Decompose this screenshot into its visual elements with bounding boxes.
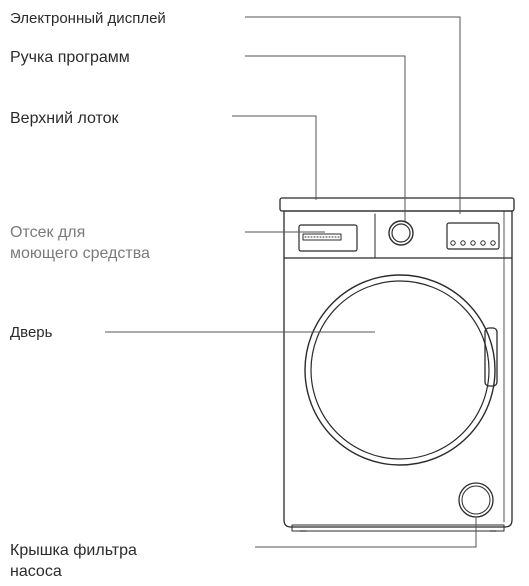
leader-top-tray: [232, 115, 317, 200]
cabinet-outline: [283, 210, 513, 528]
door-handle: [484, 327, 498, 387]
label-detergent-compartment-line-2: моющего средства: [10, 245, 150, 262]
label-detergent-compartment-line-1: Отсек для: [10, 224, 86, 241]
base-plinth: [291, 524, 505, 532]
label-top-tray: Верхний лоток: [10, 110, 119, 127]
label-door: Дверь: [10, 324, 53, 341]
program-knob: [388, 220, 414, 246]
drawer-front: [298, 224, 358, 252]
detergent-drawer: [298, 224, 358, 252]
machine-body: [279, 197, 515, 532]
display-screen: [446, 222, 500, 250]
display-button-2: [460, 240, 466, 246]
pump-filter-cover: [458, 482, 494, 518]
label-program-knob: Ручка программ: [10, 49, 130, 66]
display-button-4: [480, 240, 486, 246]
display-button-3: [470, 240, 476, 246]
display-button-1: [450, 240, 456, 246]
leader-display: [245, 16, 461, 214]
top-tray: [279, 197, 515, 212]
label-pump-filter-cover-line-2: насоса: [10, 563, 62, 580]
door-inner-ring: [310, 280, 490, 460]
program-knob-outer-ring: [388, 220, 414, 246]
label-electronic-display: Электронный дисплей: [10, 10, 166, 27]
door: [304, 274, 498, 466]
label-detergent-compartment: Отсек для моющего средства: [10, 222, 150, 264]
label-pump-filter-cover: Крышка фильтра насоса: [10, 540, 137, 582]
filter-cover-outer: [458, 482, 494, 518]
filter-cover-inner: [461, 485, 491, 515]
program-knob-inner-ring: [391, 223, 411, 243]
leader-filter: [255, 517, 477, 548]
display-button-5: [490, 240, 496, 246]
leader-knob: [245, 55, 406, 221]
drawer-handle-slot: [302, 233, 342, 241]
label-pump-filter-cover-line-1: Крышка фильтра: [10, 542, 137, 559]
electronic-display: [446, 222, 500, 250]
door-outer-ring: [304, 274, 496, 466]
